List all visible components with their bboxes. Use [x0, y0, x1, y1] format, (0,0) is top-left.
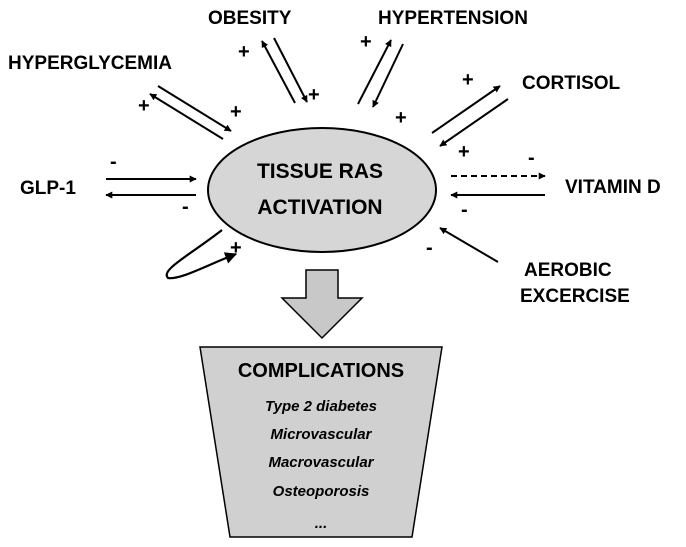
hypertension-label: HYPERTENSION — [378, 8, 528, 29]
hyperglycemia-in-arrow — [157, 85, 232, 132]
cortisol-in-arrow — [439, 98, 509, 147]
obesity-in-arrow — [273, 37, 308, 103]
aerobic-label-line1: AEROBIC — [524, 260, 612, 281]
complication-item: Type 2 diabetes — [265, 398, 377, 415]
hyperglycemia-out-arrow — [149, 93, 224, 140]
complications-title: COMPLICATIONS — [238, 360, 404, 382]
cortisol-out-arrow — [431, 85, 501, 134]
obesity-in-sign: + — [308, 84, 320, 106]
aerobic-sign: - — [426, 237, 433, 259]
center-line1: TISSUE RAS — [257, 160, 383, 183]
self-loop-sign: + — [230, 237, 242, 259]
vitamin-d-label: VITAMIN D — [565, 177, 661, 198]
cortisol-out-sign: + — [462, 69, 474, 91]
glp1-label: GLP-1 — [20, 178, 76, 199]
hypertension-out-sign: + — [360, 31, 372, 53]
complication-item: Macrovascular — [268, 454, 374, 471]
cortisol-label: CORTISOL — [522, 73, 621, 94]
hyperglycemia-out-sign: + — [230, 101, 242, 123]
obesity-out-arrow — [261, 40, 296, 104]
glp1-in-sign: - — [110, 151, 117, 173]
complication-item: ... — [315, 515, 328, 532]
vitamin-d-in-sign: - — [461, 199, 468, 221]
center-line2: ACTIVATION — [257, 196, 382, 219]
glp1-out-sign: - — [182, 196, 189, 218]
hypertension-out-arrow — [357, 39, 392, 105]
hyperglycemia-label: HYPERGLYCEMIA — [8, 53, 172, 74]
complication-item: Microvascular — [271, 426, 373, 443]
hypertension-in-sign: + — [395, 107, 407, 129]
obesity-label: OBESITY — [208, 8, 292, 29]
down-block-arrow — [280, 269, 364, 340]
cortisol-in-sign: + — [458, 141, 470, 163]
self-loop-arrow — [165, 229, 238, 280]
vitamin-d-out-sign: - — [528, 147, 535, 169]
complications-funnel — [199, 346, 443, 538]
hyperglycemia-in-sign: + — [138, 95, 150, 117]
aerobic-arrow — [439, 227, 499, 263]
hypertension-in-arrow — [372, 43, 404, 108]
aerobic-label-line2: EXCERCISE — [520, 286, 630, 307]
tissue-ras-ellipse — [207, 127, 437, 253]
obesity-out-sign: + — [238, 41, 250, 63]
complication-item: Osteoporosis — [273, 483, 370, 500]
